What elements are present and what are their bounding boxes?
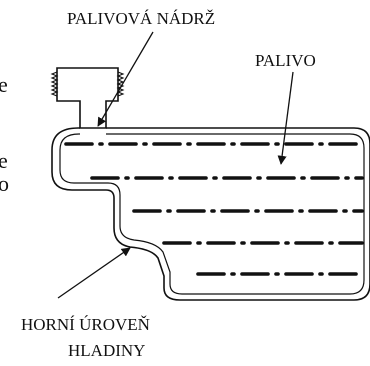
arrow-fuel [277,71,294,165]
label-fuel: PALIVO [255,51,316,70]
arrow-upper-level [57,247,131,299]
filler-cap [50,67,125,129]
label-fuel-tank: PALIVOVÁ NÁDRŽ [67,9,215,28]
tank-body [51,127,370,301]
fuel-dashes [64,142,364,276]
label-upper-level-line2: HLADINY [68,341,145,360]
cropped-text-2: e [0,148,8,173]
arrow-tank [97,31,154,127]
cropped-text-3: o [0,171,9,196]
label-upper-level-line1: HORNÍ ÚROVEŇ [21,315,150,334]
cropped-text-1: e [0,72,8,97]
